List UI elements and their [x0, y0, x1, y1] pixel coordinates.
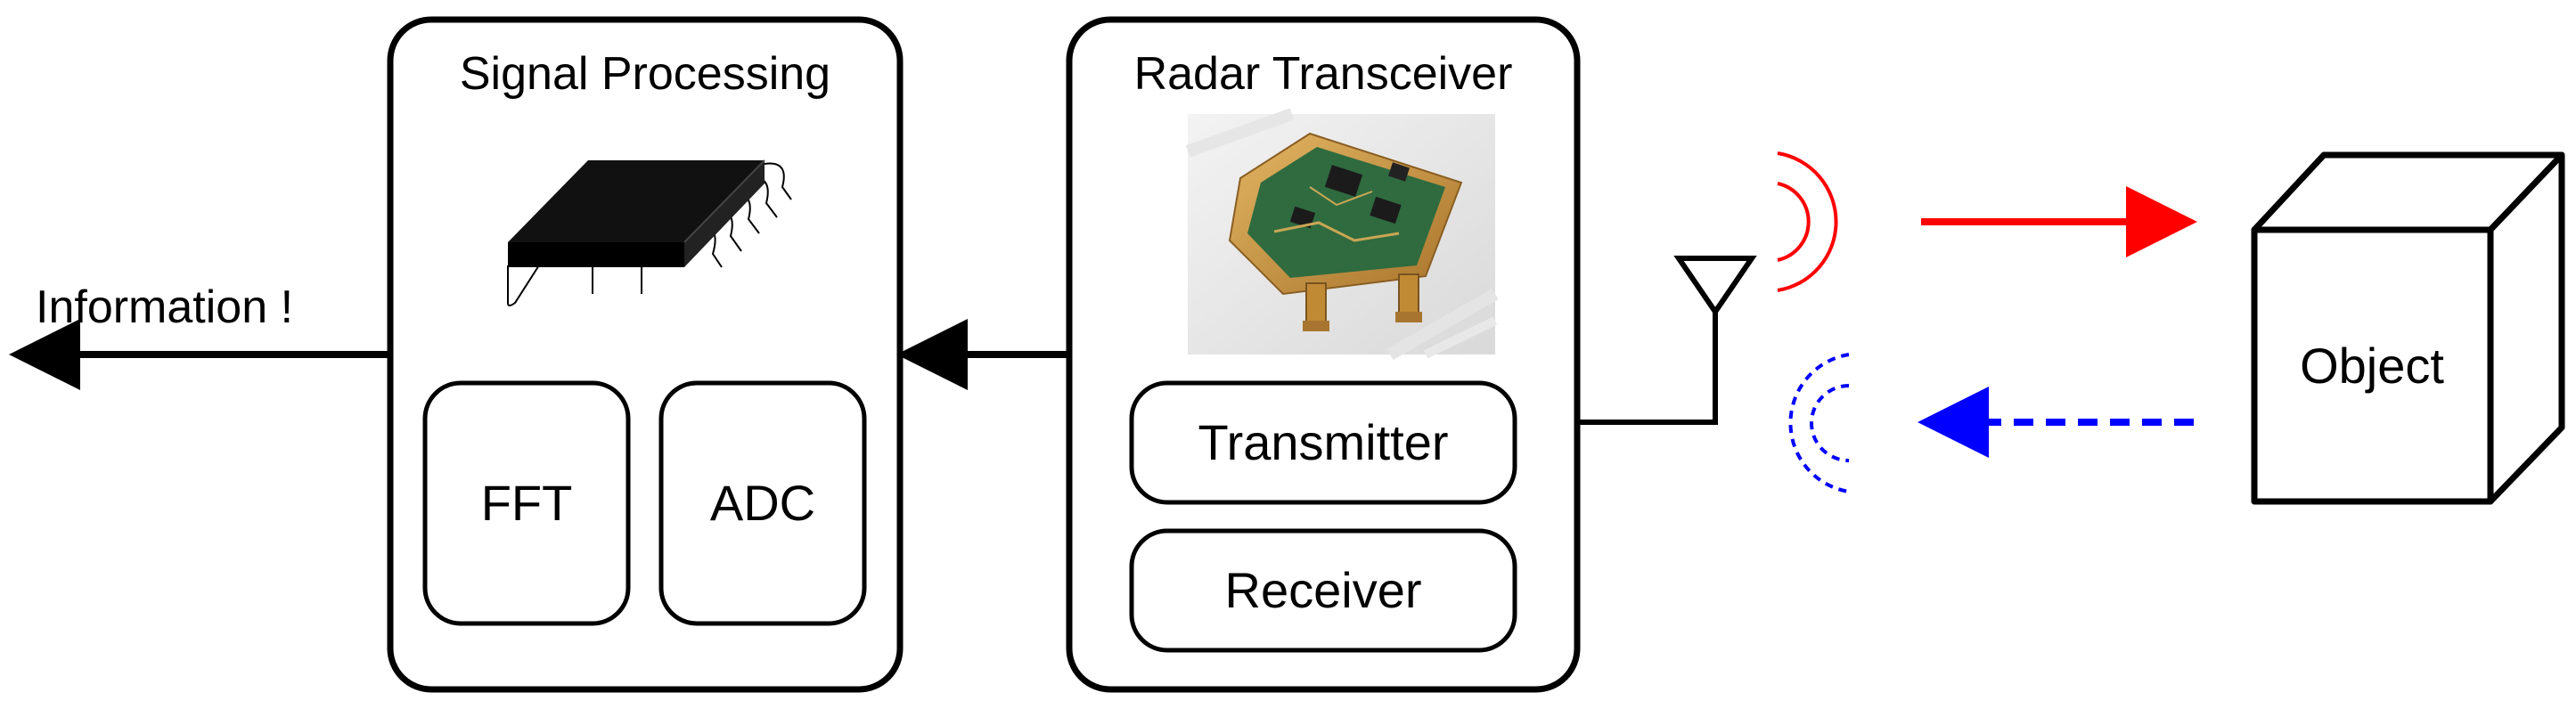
chip-icon: [507, 159, 792, 306]
receive-wave-icon: [1788, 353, 1850, 493]
receiver-block: [1129, 528, 1517, 653]
signal-processing-title: Signal Processing: [460, 48, 830, 100]
radar-module-photo-icon: [1185, 108, 1499, 361]
output-label: Information !: [36, 281, 293, 333]
receiver-label: Receiver: [1225, 562, 1422, 618]
transmitter-label: Transmitter: [1198, 414, 1448, 470]
cube-icon: [2251, 151, 2565, 505]
radar-transceiver-title: Radar Transceiver: [1134, 48, 1513, 100]
transmitter-block: [1129, 380, 1517, 505]
fft-label: FFT: [481, 475, 573, 531]
transmit-wave-icon: [1777, 151, 1838, 292]
fft-block: [422, 380, 631, 626]
adc-block: [658, 380, 867, 626]
adc-label: ADC: [710, 475, 815, 531]
object-label: Object: [2300, 338, 2444, 394]
antenna-icon: [1577, 256, 1757, 425]
